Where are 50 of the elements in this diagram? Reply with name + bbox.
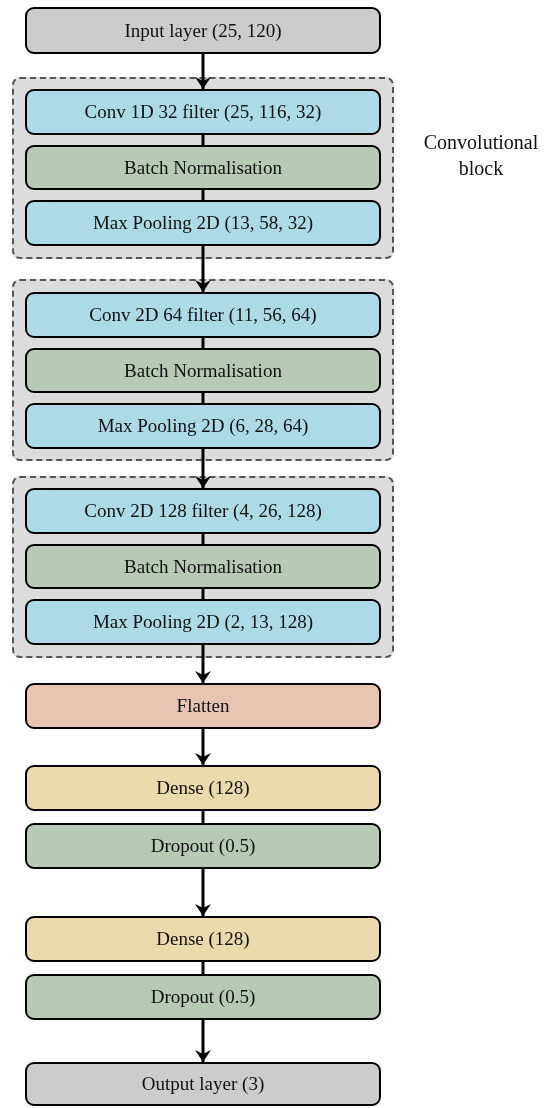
layer-label: Batch Normalisation: [124, 555, 282, 578]
arrow: [195, 246, 211, 292]
layer-box: [25, 823, 381, 869]
layer-label: Output layer (3): [141, 1073, 265, 1095]
layer-box: [25, 89, 381, 135]
layer-label: Flatten: [176, 695, 230, 717]
arrow: [195, 449, 211, 488]
layer-box: [25, 974, 381, 1020]
layer-label: Conv 1D 32 filter (25, 116, 32): [84, 101, 322, 123]
layer-label: Batch Normalisation: [124, 359, 282, 382]
layer-label: Conv 2D 64 filter (11, 56, 64): [89, 304, 317, 326]
layer-label: Max Pooling 2D (13, 58, 32): [92, 212, 314, 234]
connector-line: [201, 534, 205, 544]
layer-box: [25, 916, 381, 962]
connector-line: [201, 811, 205, 823]
layer-box: [25, 765, 381, 811]
block-frame: [12, 476, 394, 658]
layer-label: Batch Normalisation: [124, 156, 282, 179]
layer-box: [25, 200, 381, 246]
layer-label: Dense (128): [156, 928, 250, 950]
layer-label: Conv 2D 128 filter (4, 26, 128): [84, 500, 322, 522]
block-label: Convolutional block: [422, 130, 540, 181]
layer-box: [25, 403, 381, 449]
layer-box: [25, 292, 381, 338]
arrow: [195, 1020, 211, 1062]
block-frame: [12, 279, 394, 461]
layer-box: [25, 348, 381, 393]
layer-box: [25, 1062, 381, 1106]
layer-label: Dropout (0.5): [150, 986, 256, 1008]
arrow: [195, 645, 211, 683]
layer-label: Dropout (0.5): [150, 835, 256, 857]
connector-line: [201, 962, 205, 974]
layer-box: [25, 488, 381, 534]
layer-label: Input layer (25, 120): [124, 19, 282, 42]
layer-label: Dense (128): [156, 777, 250, 799]
connector-line: [201, 190, 205, 200]
connector-line: [201, 589, 205, 599]
arrow: [195, 869, 211, 916]
connector-line: [201, 338, 205, 348]
connector-line: [201, 135, 205, 145]
layer-label: Max Pooling 2D (2, 13, 128): [92, 611, 314, 633]
layer-box: [25, 599, 381, 645]
connector-line: [201, 393, 205, 403]
layer-box: [25, 683, 381, 729]
arrow: [195, 729, 211, 765]
layer-box: [25, 544, 381, 589]
arrow: [195, 54, 211, 89]
layer-box: [25, 7, 381, 54]
layer-box: [25, 145, 381, 190]
layer-label: Max Pooling 2D (6, 28, 64): [97, 415, 309, 437]
